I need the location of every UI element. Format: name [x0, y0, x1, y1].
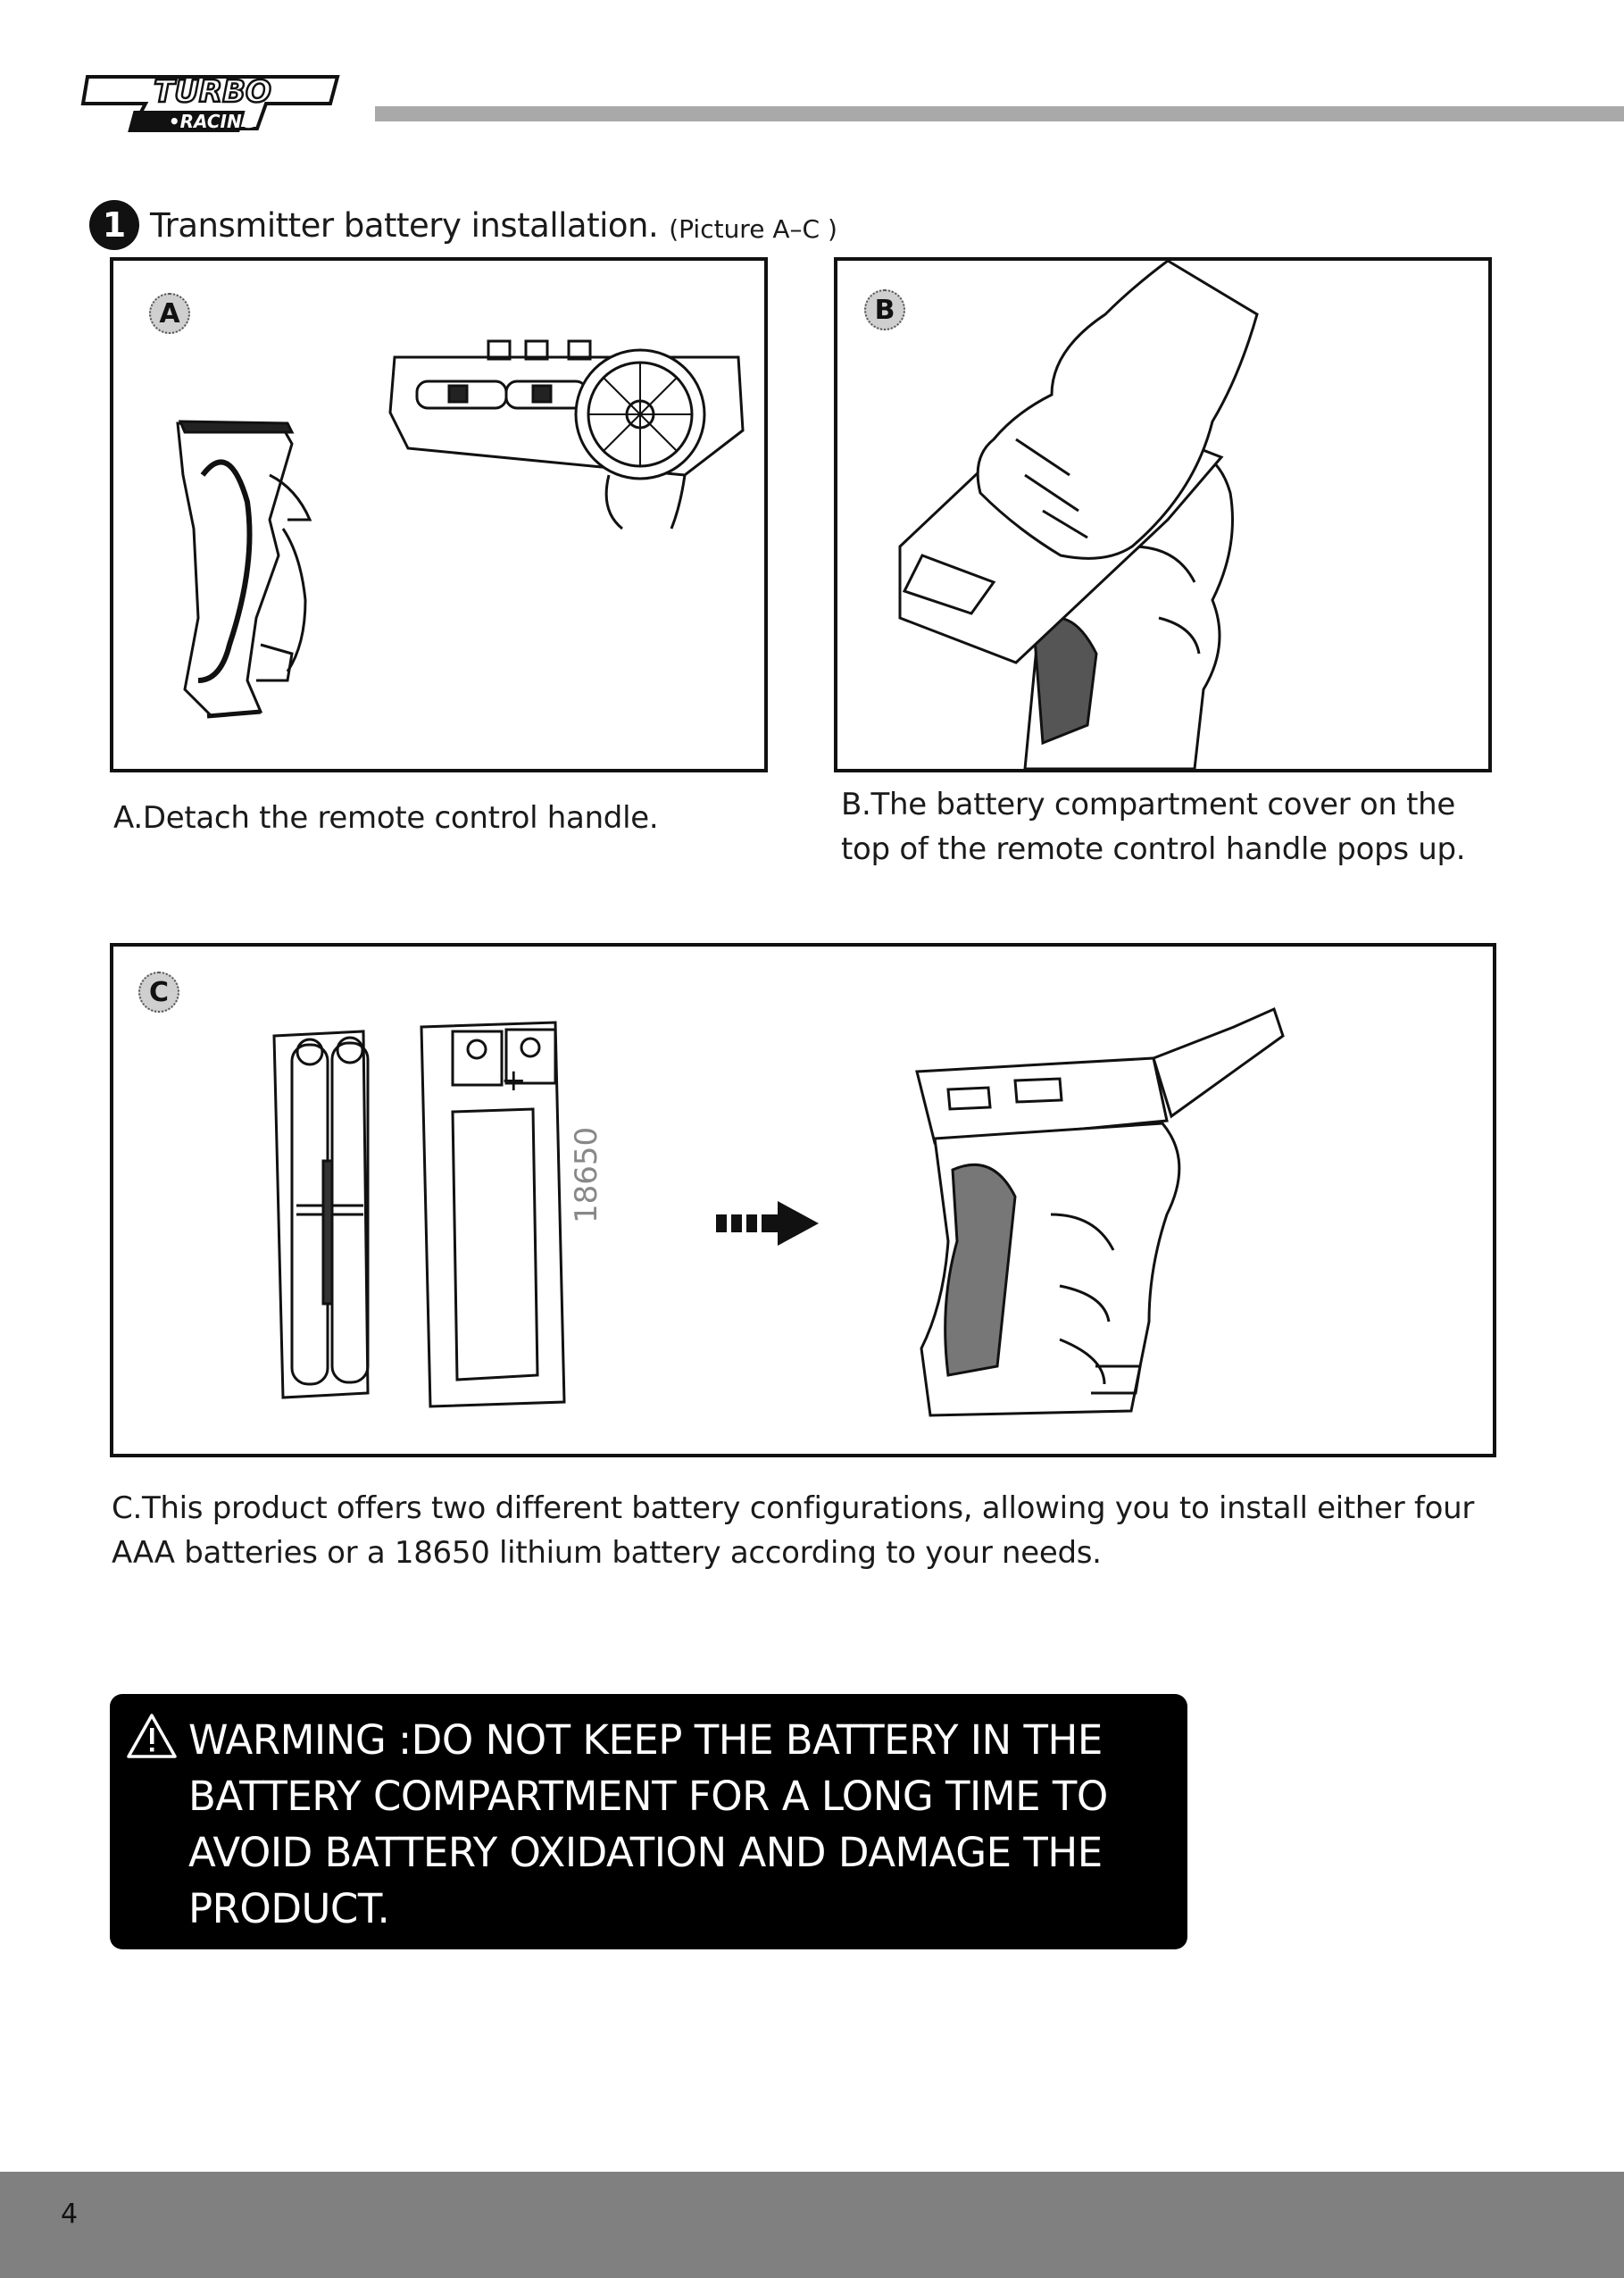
battery-plus-sign: + — [501, 1063, 527, 1098]
picture-b-badge: B — [864, 289, 905, 330]
footer-bar — [0, 2172, 1624, 2278]
picture-a-panel: A — [110, 257, 768, 772]
warning-text: WARMING :DO NOT KEEP THE BATTERY IN THE … — [188, 1716, 1108, 1932]
picture-c-panel: C 18650 + — [110, 943, 1496, 1457]
caption-b: B.The battery compartment cover on the t… — [841, 787, 1466, 867]
caption-c: C.This product offers two different batt… — [112, 1490, 1475, 1571]
section-subtitle: (Picture A–C ) — [669, 213, 837, 244]
picture-c-badge: C — [138, 972, 179, 1013]
caption-a: A.Detach the remote control handle. — [113, 800, 659, 836]
section-title: 1 Transmitter battery installation. (Pic… — [89, 198, 837, 252]
section-title-text: Transmitter battery installation. — [150, 205, 659, 245]
step-number-badge: 1 — [89, 200, 139, 250]
arrow-right-icon — [716, 1214, 727, 1232]
18650-battery-holder — [420, 1021, 566, 1408]
cover-popup-illustration: + — [898, 261, 1259, 769]
warning-triangle-icon — [127, 1714, 177, 1758]
page-number: 4 — [61, 2199, 79, 2230]
battery-configuration-illustration — [272, 1006, 1285, 1417]
svg-text:•RACING: •RACING — [169, 111, 256, 132]
svg-text:TURBO: TURBO — [154, 74, 271, 110]
picture-a-badge: A — [149, 293, 190, 334]
battery-marking-18650: 18650 — [569, 1126, 604, 1223]
turbo-racing-logo: TURBO •RACING — [80, 73, 340, 132]
warning-box: WARMING :DO NOT KEEP THE BATTERY IN THE … — [110, 1694, 1187, 1949]
header-rule — [375, 106, 1624, 121]
picture-b-panel: + B — [834, 257, 1492, 772]
handle-detach-illustration — [176, 339, 745, 719]
